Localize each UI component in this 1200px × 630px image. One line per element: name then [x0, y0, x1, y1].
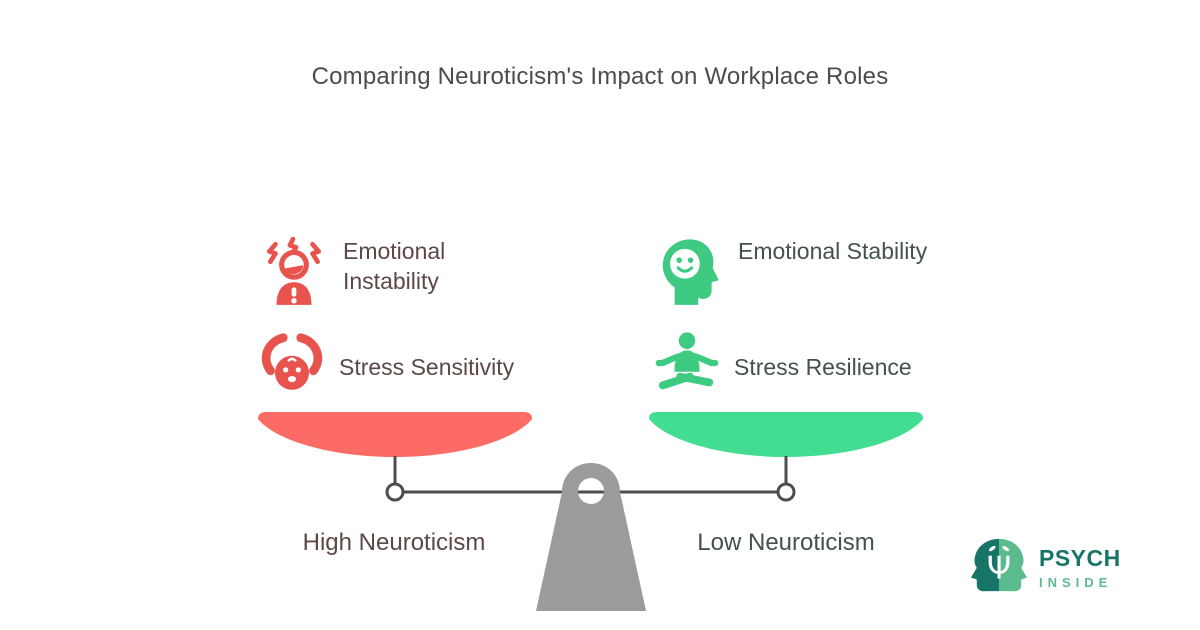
brand-logo: Ψ PSYCH INSIDE	[968, 537, 1121, 598]
meditating-person-icon	[653, 330, 721, 403]
svg-text:Ψ: Ψ	[987, 551, 1011, 587]
right-beam-node	[776, 482, 796, 502]
logo-sub-brand: INSIDE	[1039, 575, 1113, 590]
overwhelmed-face-icon	[258, 330, 326, 403]
left-feature-stress-sensitivity: Stress Sensitivity	[258, 330, 514, 403]
calm-head-icon	[653, 236, 725, 313]
right-pan-label: Low Neuroticism	[697, 529, 875, 556]
psi-heads-icon: Ψ	[968, 537, 1030, 598]
left-beam-node	[385, 482, 405, 502]
page-title: Comparing Neuroticism's Impact on Workpl…	[311, 63, 889, 90]
right-feature-stress-resilience: Stress Resilience	[653, 330, 912, 403]
left-pan-label: High Neuroticism	[302, 529, 486, 556]
right-feature-emotional-stability: Emotional Stability	[653, 236, 927, 313]
feature-label: Emotional Stability	[738, 238, 928, 264]
stressed-person-icon	[258, 236, 330, 313]
right-scale-pan	[649, 412, 923, 457]
logo-brand-name: PSYCH	[1039, 545, 1121, 571]
logo-text: PSYCH INSIDE	[1039, 545, 1121, 590]
fulcrum-triangle	[536, 463, 646, 611]
feature-label: Stress Resilience	[734, 353, 912, 380]
left-feature-emotional-instability: Emotional Instability	[258, 236, 543, 313]
feature-label: Stress Sensitivity	[339, 353, 515, 380]
left-scale-pan	[258, 412, 532, 457]
feature-label: Emotional Instability	[343, 238, 446, 294]
